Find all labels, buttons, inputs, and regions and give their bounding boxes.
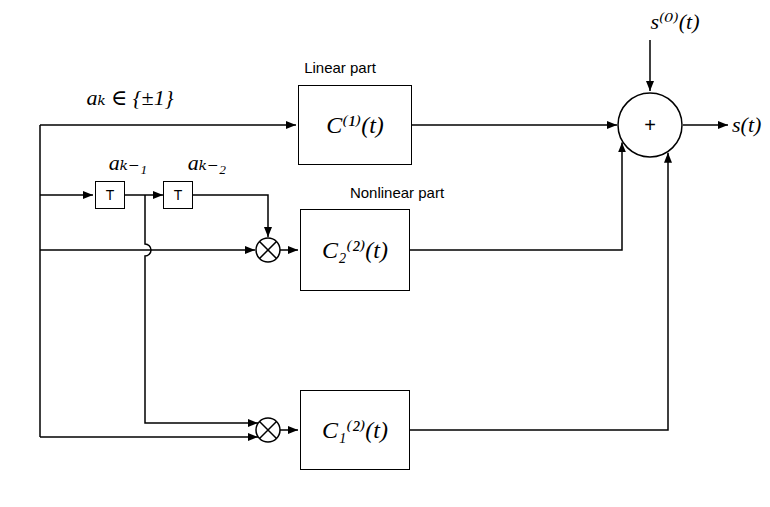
summing-junction: + (617, 92, 683, 158)
input-wire (39, 125, 41, 437)
node-label: C₁⁽²⁾(t) (322, 416, 388, 444)
multiplier-symbol (256, 238, 280, 262)
input-wire (40, 249, 255, 251)
signal-name: s(t) (732, 112, 761, 138)
input-wire (40, 194, 93, 196)
delay-box: T (163, 181, 193, 209)
part-name: Linear part (304, 59, 376, 76)
signal-connector (410, 153, 668, 430)
node-label: T (174, 187, 183, 203)
delayed-wire (193, 195, 268, 237)
multiplier-symbol (260, 422, 277, 439)
filter-box: C⁽¹⁾(t) (298, 85, 412, 165)
part-name: Nonlinear part (350, 184, 444, 201)
node-label: C⁽¹⁾(t) (326, 111, 384, 139)
product-wire (280, 429, 298, 431)
signal-name: aₖ₋₁ (109, 150, 147, 176)
delay-box: T (95, 181, 125, 209)
node-label: T (106, 187, 115, 203)
multiplier-symbol (260, 242, 277, 259)
signal-name: aₖ ∈ {±1} (87, 85, 174, 111)
delayed-wire (145, 195, 258, 423)
product-wire (280, 249, 298, 251)
signal-name: aₖ₋₂ (188, 150, 226, 176)
signal-connector (412, 124, 617, 126)
output-wire (683, 124, 728, 126)
signal-name: s⁽⁰⁾(t) (651, 9, 700, 35)
filter-box: C₂⁽²⁾(t) (300, 209, 410, 291)
multiplier-symbol (256, 418, 280, 442)
input-wire (40, 124, 296, 126)
node-label: C₂⁽²⁾(t) (322, 236, 388, 264)
input-wire (40, 436, 258, 438)
junction-outline (618, 93, 682, 157)
offset-wire (649, 40, 651, 91)
signal-connector (125, 194, 163, 196)
filter-box: C₁⁽²⁾(t) (300, 390, 410, 470)
node-label: + (644, 114, 656, 137)
